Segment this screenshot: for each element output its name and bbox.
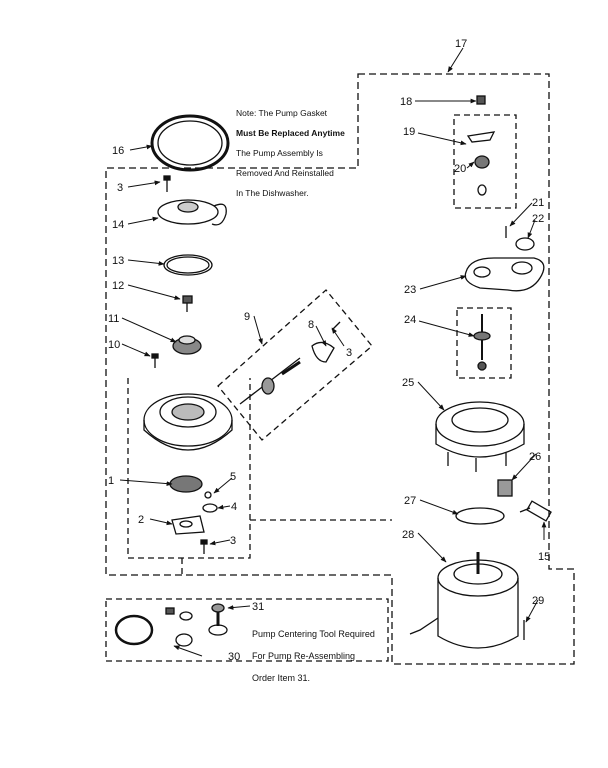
item-9-group-box [217,289,373,441]
callout-17: 17 [455,38,467,50]
callout-10: 10 [108,339,120,351]
note-line: Must Be Replaced Anytime [236,128,345,138]
callout-24: 24 [404,314,416,326]
note-line: The Pump Assembly Is [236,148,323,158]
pump-housing-part [143,393,233,451]
clip-part [497,479,513,497]
small-gasket-part [515,237,535,251]
motor-part [409,552,519,649]
callout-22: 22 [532,213,544,225]
item-24-group-box [456,307,512,379]
coupling-part [466,131,496,196]
callout-3-top: 3 [117,182,123,194]
callout-14: 14 [112,219,124,231]
callout-8: 8 [308,319,314,331]
callout-23: 23 [404,284,416,296]
callout-9: 9 [244,311,250,323]
pump-gasket-part [150,114,230,172]
bracket-part [171,515,205,535]
callout-19: 19 [403,126,415,138]
callout-28: 28 [402,529,414,541]
impeller-part [172,335,202,355]
nut-part [476,95,486,105]
callout-2: 2 [138,514,144,526]
centering-tool-note: Pump Centering Tool Required For Pump Re… [252,618,375,695]
pump-centering-tool-part [208,603,228,636]
pump-base-group-box [127,378,251,559]
gasket-kit-part [114,607,193,647]
callout-29: 29 [532,595,544,607]
callout-26: 26 [529,451,541,463]
valve-assembly-part [239,321,341,405]
motor-mount-part [435,401,525,472]
shaft-assembly-part [473,314,491,371]
pump-base-group-box-inner [181,519,392,575]
note-line: Order Item 31. [252,673,311,683]
callout-11: 11 [108,313,119,325]
callout-5: 5 [230,471,236,483]
callout-31: 31 [252,601,264,613]
callout-18: 18 [400,96,412,108]
gear-part [169,475,203,493]
ball-part [204,491,212,499]
washer-part [455,507,505,525]
pump-cover-part [157,199,227,226]
callout-4: 4 [231,501,237,513]
callout-13: 13 [112,255,124,267]
ring-part [163,254,213,276]
callout-27: 27 [404,495,416,507]
pump-gasket-note: Note: The Pump Gasket Must Be Replaced A… [236,98,345,208]
screw-part-top [163,175,171,192]
callout-30: 30 [228,651,240,663]
note-line: Note: The Pump Gasket [236,108,328,118]
callout-3-mid: 3 [346,347,352,359]
seal-part [202,503,218,513]
screw-part-bottom [200,539,208,554]
callout-12: 12 [112,280,124,292]
callout-16: 16 [112,145,124,157]
note-line: Removed And Reinstalled [236,168,334,178]
callout-20: 20 [454,163,466,175]
callout-21: 21 [532,197,544,209]
note-line: For Pump Re-Assembling [252,651,356,661]
callout-1: 1 [108,475,114,487]
bolt-part [182,295,193,312]
callout-25: 25 [402,377,414,389]
connector-part [519,500,552,522]
item-30-kit-box [105,598,389,662]
callout-15: 15 [538,551,550,563]
note-line: Pump Centering Tool Required [252,629,375,639]
callout-3-bottom: 3 [230,535,236,547]
screw-part-10 [151,353,159,368]
item-19-group-box [453,114,517,209]
assembly-17-boundary [105,73,575,665]
note-line: In The Dishwasher. [236,188,309,198]
mounting-plate-part [464,257,545,292]
